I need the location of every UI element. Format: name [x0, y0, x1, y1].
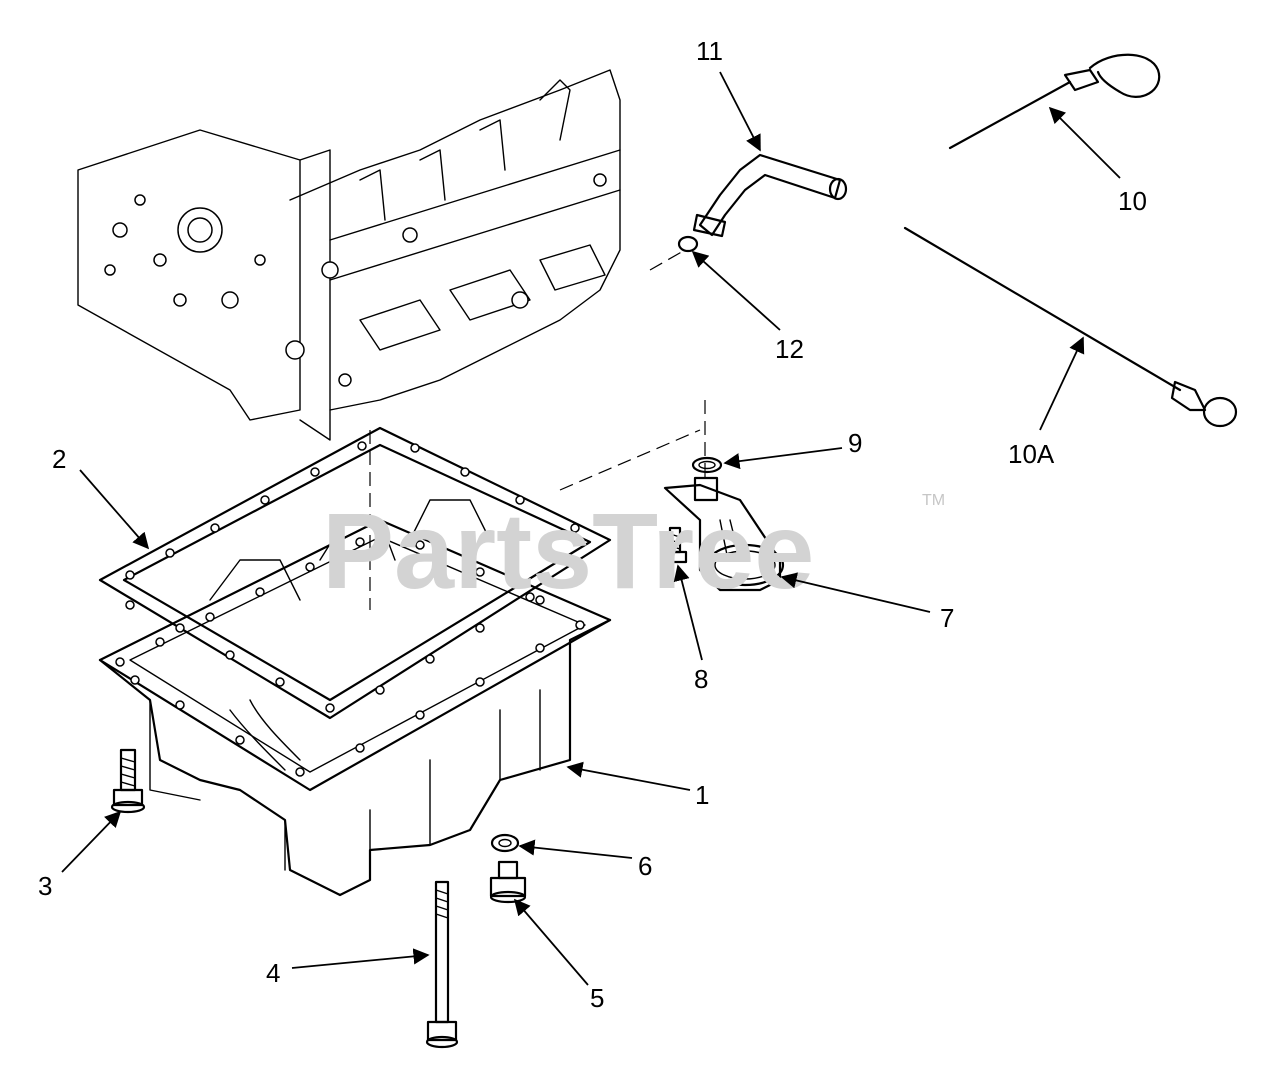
bolt-8 [662, 526, 688, 564]
leader-1 [566, 761, 691, 791]
leader-12 [691, 250, 781, 331]
oil-pan [98, 499, 612, 897]
flange-bolt-3 [110, 748, 146, 814]
callout-10: 10 [1118, 186, 1147, 216]
dipstick-tube-11 [692, 153, 848, 238]
callout-3: 3 [38, 871, 52, 901]
callout-11: 11 [696, 36, 723, 66]
watermark: PartsTree TM [322, 490, 945, 611]
o-ring-12 [677, 235, 699, 253]
leader-9 [723, 447, 843, 470]
o-ring-9 [691, 456, 723, 474]
callout-8: 8 [694, 664, 708, 694]
leader-6 [518, 839, 633, 859]
callout-6: 6 [638, 851, 652, 881]
callout-10a: 10A [1008, 439, 1055, 469]
leader-3 [61, 810, 122, 873]
leader-10a [1039, 336, 1085, 431]
watermark-trademark: TM [922, 492, 945, 509]
drain-plug-5 [489, 860, 527, 904]
leader-10 [1048, 106, 1121, 179]
alignment-lines [369, 249, 706, 610]
watermark-text: PartsTree [322, 490, 814, 611]
dipstick-10a [903, 226, 1238, 428]
long-bolt-4 [425, 880, 459, 1049]
leader-8 [673, 564, 703, 661]
leader-2 [79, 469, 150, 550]
callout-leaders [61, 71, 1121, 986]
oil-strainer-7 [663, 476, 785, 592]
callout-7: 7 [940, 603, 954, 633]
engine-block [77, 69, 621, 441]
washer-6 [490, 833, 520, 853]
callout-1: 1 [695, 780, 709, 810]
callout-12: 12 [775, 334, 804, 364]
leader-4 [291, 948, 430, 969]
callout-4: 4 [266, 958, 280, 988]
leader-11 [719, 71, 761, 152]
callout-9: 9 [848, 428, 862, 458]
leader-7 [780, 572, 931, 613]
callout-2: 2 [52, 444, 66, 474]
oil-pan-gasket [98, 426, 612, 720]
callout-5: 5 [590, 983, 604, 1013]
callout-labels: 1 2 3 4 5 6 7 8 9 10 10A 11 12 [38, 36, 1147, 1013]
leader-5 [513, 898, 589, 986]
dipstick-10 [948, 53, 1161, 150]
